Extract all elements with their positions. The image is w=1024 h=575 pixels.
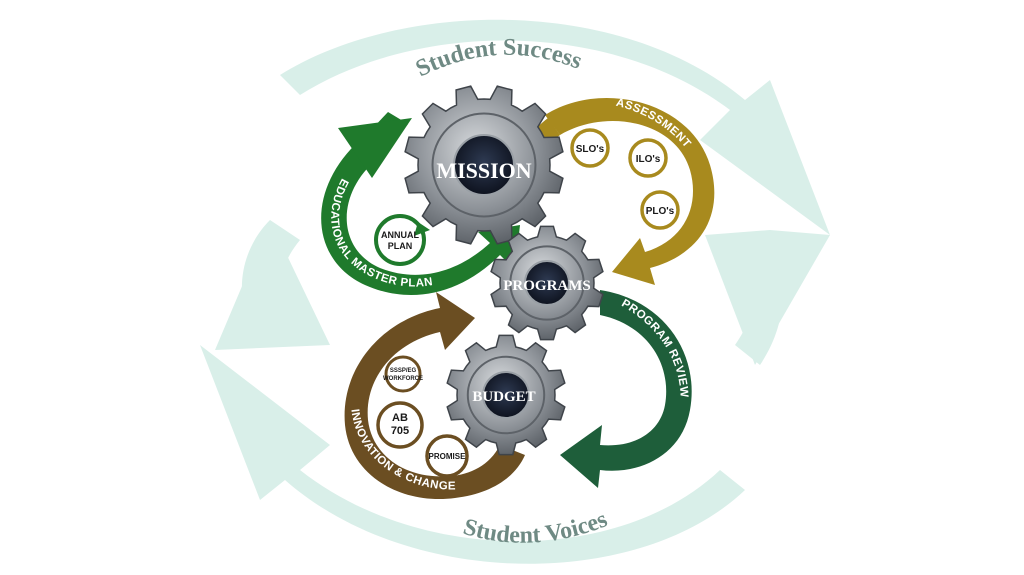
plos-loop: PLO's [640,190,680,230]
sssp-workforce-loop: SSSP/EG WORKFORCE [383,355,423,393]
promise-loop: PROMISE [425,434,469,478]
programs-gear-hub [524,260,570,306]
ab705-label-1: AB [392,412,408,424]
ilos-loop: ILO's [628,138,668,178]
mission-gear-label: MISSION [436,158,531,183]
annual-plan-label-1: ANNUAL [381,230,419,240]
plos-label: PLO's [646,206,675,217]
outer-arc-top [280,19,830,235]
budget-gear-hub [482,371,530,419]
slos-label: SLO's [576,144,605,155]
outer-arc-bottom [200,345,745,564]
gears [404,85,604,456]
ab705-loop: AB 705 [376,401,424,449]
budget-gear [446,334,566,456]
programs-gear-rim [509,245,585,321]
programs-gear-label: PROGRAMS [503,278,591,294]
budget-gear-rim [466,355,546,435]
budget-gear-label: BUDGET [472,389,535,405]
promise-label: PROMISE [429,452,467,461]
outer-cycle: Student Success Student Voices [200,19,830,564]
annual-plan-label-2: PLAN [388,241,413,251]
sssp-label-2: WORKFORCE [383,376,423,382]
ilos-label: ILO's [636,154,661,165]
sssp-label-1: SSSP/EG [390,368,417,374]
mission-gear [404,85,564,245]
ab705-label-2: 705 [391,425,409,437]
mission-gear-hub [453,134,515,196]
slos-loop: SLO's [570,128,610,168]
programs-gear [490,225,604,341]
annual-plan-loop: ANNUAL PLAN [374,214,430,266]
mission-gear-rim [431,112,537,218]
